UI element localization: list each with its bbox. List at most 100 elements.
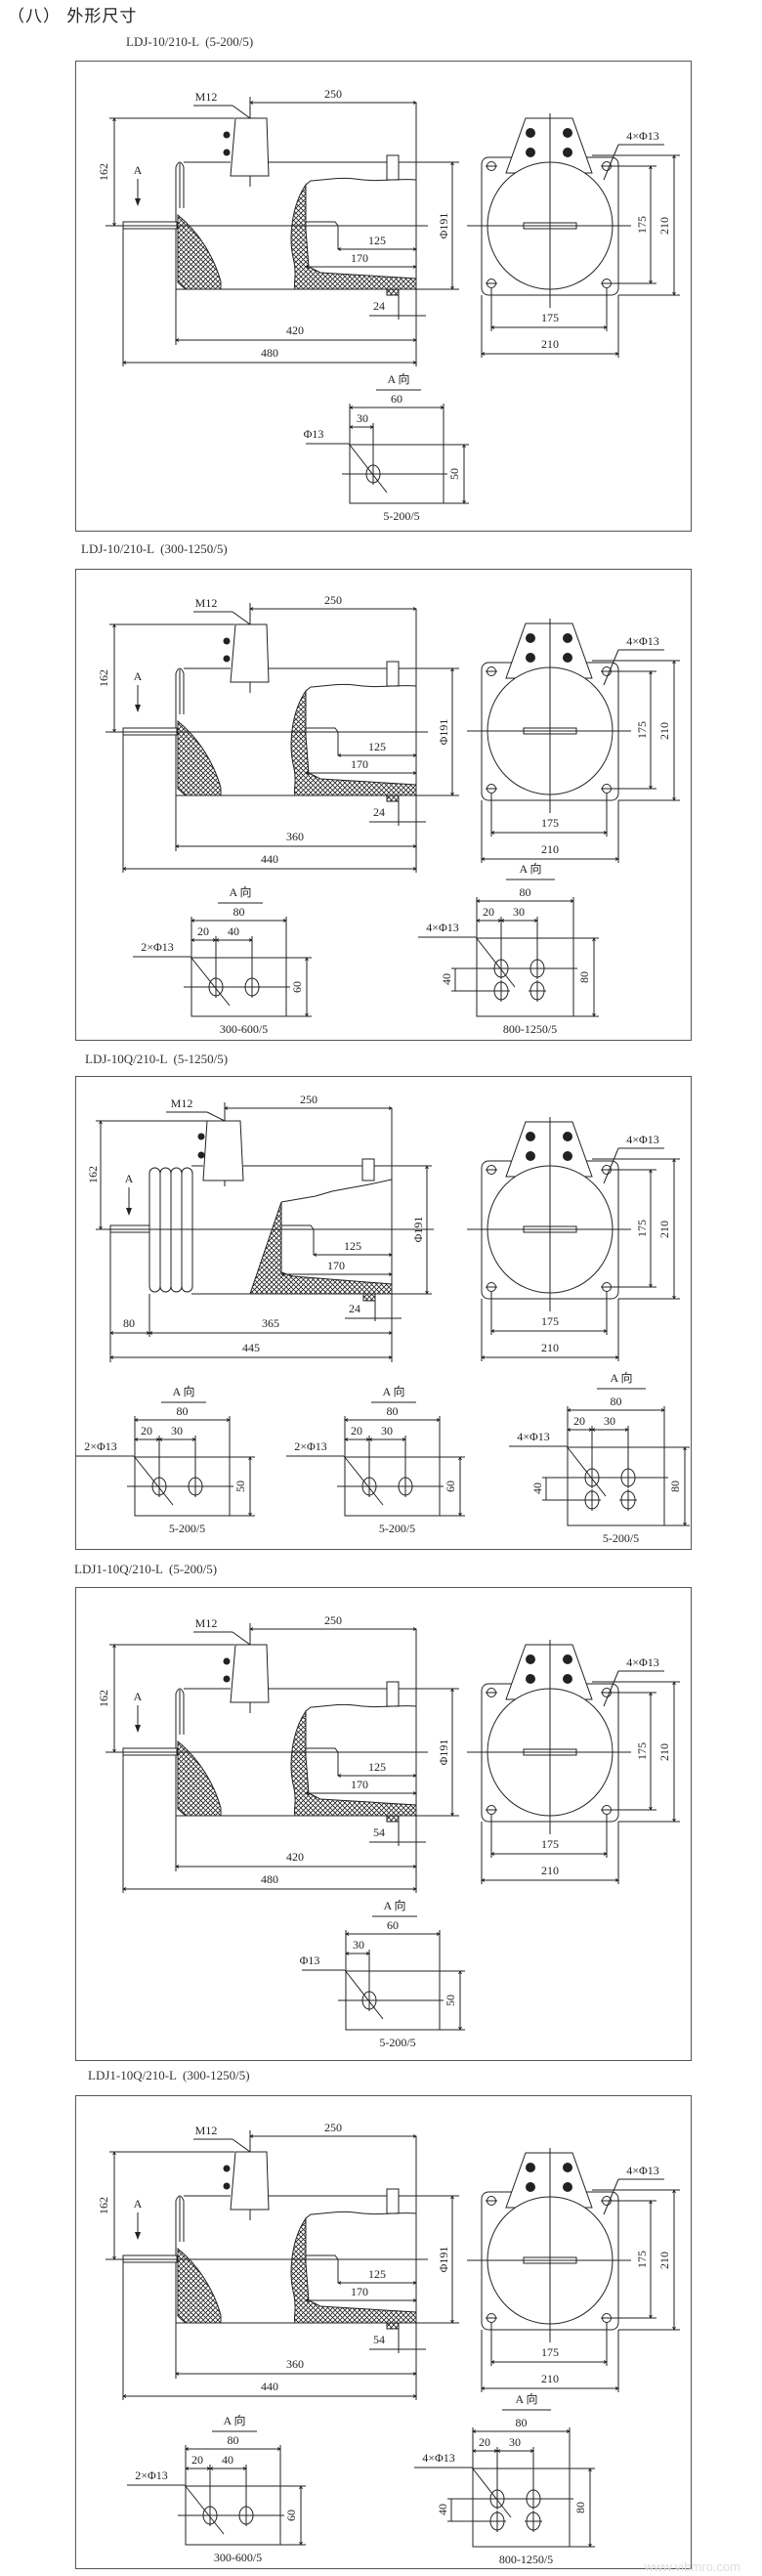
dimension-offset: 20 <box>479 2435 490 2449</box>
hole-callout: 2×Φ13 <box>84 1439 117 1453</box>
dimension-width: 80 <box>520 885 531 899</box>
mounting-foot <box>386 288 400 296</box>
view-arrow-label: A <box>134 669 143 683</box>
secondary-bolt-icon <box>563 2163 572 2172</box>
a-view-heading: A 向 <box>382 1384 404 1398</box>
dimension-162: 162 <box>97 163 110 181</box>
dimension-diameter: Φ191 <box>437 213 450 239</box>
hole-callout: 2×Φ13 <box>294 1439 327 1453</box>
a-view-heading: A 向 <box>387 371 409 386</box>
dimension-250: 250 <box>324 593 342 607</box>
dimension-210-vertical: 210 <box>657 2252 671 2269</box>
dimension-175-vertical: 175 <box>635 1220 649 1237</box>
leader-line <box>603 1147 619 1184</box>
current-ratio-label: 5-200/5 <box>383 509 419 523</box>
dimension-170: 170 <box>327 1259 345 1272</box>
leader-line <box>603 1670 619 1707</box>
dimension-125: 125 <box>368 2267 386 2281</box>
dimension-175-horizontal: 175 <box>541 2345 559 2359</box>
transformer-body <box>191 1108 393 1362</box>
mounting-foot <box>386 794 400 802</box>
epoxy-section-hatch <box>290 1709 417 1817</box>
dimension-diameter: Φ191 <box>437 1739 450 1766</box>
secondary-bolt-icon <box>563 1132 572 1141</box>
hole-callout: 4×Φ13 <box>626 1655 659 1669</box>
secondary-bolt-icon <box>526 633 535 643</box>
dimension-row-spacing: 40 <box>436 2504 449 2515</box>
dimension-spacing: 30 <box>381 1424 393 1438</box>
a-view-heading: A 向 <box>519 861 541 876</box>
dimension-height: 50 <box>233 1481 247 1492</box>
mounting-foot <box>386 1815 400 1823</box>
a-view-heading: A 向 <box>515 2391 537 2406</box>
dimension-125: 125 <box>344 1239 361 1253</box>
dimension-175-vertical: 175 <box>635 216 649 234</box>
dimension-210-vertical: 210 <box>657 722 671 740</box>
dimension-offset: 30 <box>357 411 368 425</box>
arrow-head-icon <box>135 198 141 206</box>
vent-post <box>386 661 400 687</box>
dimension-175-vertical: 175 <box>635 1742 649 1760</box>
dimension-210-vertical: 210 <box>657 1743 671 1761</box>
leader-line <box>232 611 251 625</box>
a-view-heading: A 向 <box>223 2413 245 2427</box>
dimension-width: 80 <box>177 1404 189 1418</box>
model-title: LDJ-10/210-L (300-1250/5) <box>81 541 228 556</box>
terminal-box <box>230 1644 270 1703</box>
vent-post <box>386 2188 400 2214</box>
dimension-250: 250 <box>324 2121 342 2134</box>
dimension-250: 250 <box>300 1093 318 1106</box>
dimension-width: 60 <box>391 392 402 406</box>
dimension-inner: 420 <box>286 1850 304 1864</box>
thread-label: M12 <box>195 596 218 610</box>
dimension-210-horizontal: 210 <box>541 1341 559 1354</box>
a-view-heading: A 向 <box>383 1898 405 1912</box>
terminal-bolt-icon <box>223 2165 231 2172</box>
terminal-bolt-icon <box>197 1151 205 1159</box>
dimension-diameter: Φ191 <box>411 1217 425 1243</box>
secondary-bolt-icon <box>563 1151 572 1161</box>
dimension-210-vertical: 210 <box>657 217 671 235</box>
terminal-bolt-icon <box>223 1657 231 1665</box>
arrow-head-icon <box>126 1208 132 1216</box>
secondary-bolt-icon <box>526 1654 535 1664</box>
secondary-bolt-icon <box>526 653 535 663</box>
dimension-height: 60 <box>290 981 304 993</box>
dimension-offset: 20 <box>573 1414 585 1428</box>
dimension-foot: 54 <box>373 1825 385 1839</box>
dimension-height: 80 <box>577 971 591 983</box>
hole-callout: 4×Φ13 <box>626 129 659 143</box>
dimension-175-horizontal: 175 <box>541 816 559 830</box>
dimension-162: 162 <box>97 669 110 687</box>
terminal-box <box>230 623 270 683</box>
hole-callout: Φ13 <box>304 427 324 441</box>
dimension-175-vertical: 175 <box>635 721 649 739</box>
view-arrow-label: A <box>134 2197 143 2211</box>
dimension-total: 440 <box>261 852 278 866</box>
secondary-bolt-icon <box>526 1674 535 1684</box>
secondary-bolt-icon <box>526 148 535 157</box>
terminal-bolt-icon <box>223 131 231 139</box>
leader-line <box>232 105 251 119</box>
dimension-width: 80 <box>387 1404 399 1418</box>
dimension-170: 170 <box>351 757 368 771</box>
a-view-heading: A 向 <box>172 1384 194 1398</box>
watermark: www.vibmro.com <box>644 2559 741 2574</box>
secondary-bolt-icon <box>563 148 572 157</box>
terminal-bolt-icon <box>223 1675 231 1683</box>
dimension-175-vertical: 175 <box>635 2251 649 2268</box>
secondary-bolt-icon <box>563 128 572 138</box>
secondary-bolt-icon <box>526 128 535 138</box>
model-title: LDJ1-10Q/210-L (5-200/5) <box>74 1562 218 1576</box>
thread-label: M12 <box>195 90 218 104</box>
leader-line <box>475 936 516 988</box>
